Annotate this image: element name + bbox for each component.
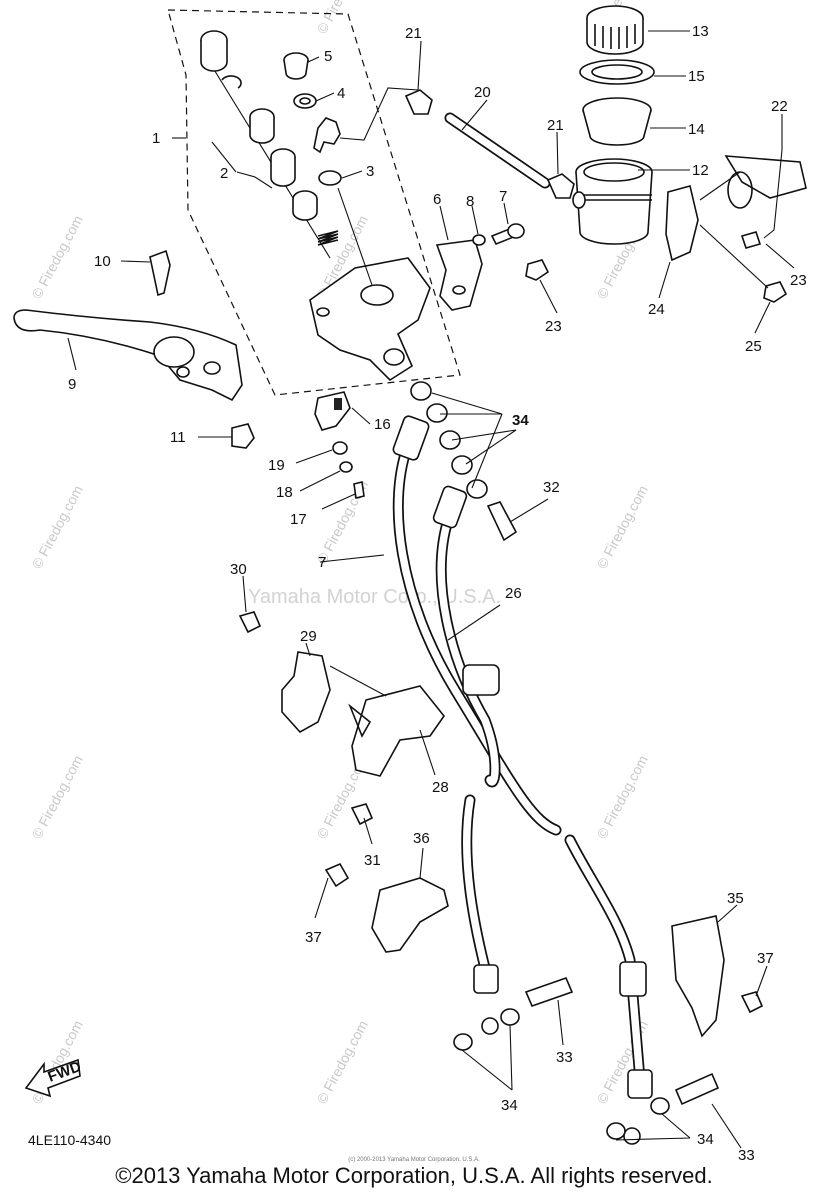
master-cylinder-kit-parts bbox=[200, 30, 342, 259]
callout-36: 36 bbox=[413, 830, 430, 847]
diagram-code: 4LE110-4340 bbox=[28, 1132, 112, 1148]
reservoir-hose bbox=[404, 89, 575, 199]
watermark: © Firedog.com bbox=[29, 213, 86, 302]
reservoir bbox=[572, 5, 655, 245]
callouts: 1 2 3 4 5 6 7 7 8 9 10 11 12 13 14 15 16… bbox=[68, 23, 807, 1164]
callout-14: 14 bbox=[688, 121, 705, 138]
callout-34-top: 34 bbox=[512, 412, 529, 429]
watermark: © Firedog.com bbox=[29, 753, 86, 842]
callout-6: 6 bbox=[433, 191, 441, 208]
callout-37-right: 37 bbox=[757, 950, 774, 967]
fine-print: (c) 2000-2013 Yamaha Motor Corporation, … bbox=[348, 1157, 480, 1163]
callout-1: 1 bbox=[152, 130, 160, 147]
callout-32: 32 bbox=[543, 479, 560, 496]
callout-8: 8 bbox=[466, 193, 474, 210]
washers bbox=[410, 381, 670, 1140]
kit-outline bbox=[167, 9, 461, 396]
watermark: © Firedog.com bbox=[594, 483, 651, 572]
callout-34-middle: 34 bbox=[501, 1097, 518, 1114]
master-cylinder-body bbox=[309, 187, 431, 382]
callout-23-left: 23 bbox=[545, 318, 562, 335]
callout-15: 15 bbox=[688, 68, 705, 85]
brake-hoses bbox=[392, 415, 653, 1145]
callout-3: 3 bbox=[366, 163, 374, 180]
union-bolts bbox=[486, 501, 720, 1106]
callout-34-bottom: 34 bbox=[697, 1131, 714, 1148]
callout-16: 16 bbox=[374, 416, 391, 433]
callout-5: 5 bbox=[324, 48, 332, 65]
callout-24: 24 bbox=[648, 301, 665, 318]
callout-21-top: 21 bbox=[405, 25, 422, 42]
callout-11: 11 bbox=[170, 429, 186, 446]
callout-33-right: 33 bbox=[738, 1147, 755, 1164]
brake-switch bbox=[314, 391, 365, 499]
callout-37-left: 37 bbox=[305, 929, 322, 946]
callout-33-left: 33 bbox=[556, 1049, 573, 1066]
callout-35: 35 bbox=[727, 890, 744, 907]
callout-12: 12 bbox=[692, 162, 709, 179]
callout-7-bolt: 7 bbox=[499, 188, 507, 205]
watermark: © Firedog.com bbox=[29, 483, 86, 572]
copyright-notice: ©2013 Yamaha Motor Corporation, U.S.A. A… bbox=[115, 1163, 713, 1188]
callout-17: 17 bbox=[290, 511, 307, 528]
callout-22: 22 bbox=[771, 98, 788, 115]
brake-lever bbox=[13, 249, 255, 449]
callout-31: 31 bbox=[364, 852, 381, 869]
reservoir-brackets bbox=[525, 155, 807, 303]
callout-23-right: 23 bbox=[790, 272, 807, 289]
callout-21-right: 21 bbox=[547, 117, 564, 134]
holder-clamp bbox=[435, 223, 525, 311]
callout-25: 25 bbox=[745, 338, 762, 355]
callout-26: 26 bbox=[505, 585, 522, 602]
callout-19: 19 bbox=[268, 457, 285, 474]
callout-7-hose: 7 bbox=[318, 554, 326, 571]
callout-9: 9 bbox=[68, 376, 76, 393]
watermark: © Firedog.com bbox=[314, 1018, 371, 1107]
hose-brackets-upper bbox=[238, 611, 445, 826]
watermark-center: Yamaha Motor Corp., U.S.A. bbox=[248, 586, 501, 608]
callout-29: 29 bbox=[300, 628, 317, 645]
watermark: © Firedog.com bbox=[314, 0, 371, 36]
callout-10: 10 bbox=[94, 253, 111, 270]
hose-brackets-lower bbox=[324, 862, 764, 1038]
callout-28: 28 bbox=[432, 779, 449, 796]
callout-4: 4 bbox=[337, 85, 345, 102]
watermark: © Firedog.com bbox=[594, 753, 651, 842]
callout-30: 30 bbox=[230, 561, 247, 578]
callout-2: 2 bbox=[220, 165, 228, 182]
callout-18: 18 bbox=[276, 484, 293, 501]
callout-13: 13 bbox=[692, 23, 709, 40]
callout-20: 20 bbox=[474, 84, 491, 101]
leader-lines bbox=[67, 30, 795, 1149]
